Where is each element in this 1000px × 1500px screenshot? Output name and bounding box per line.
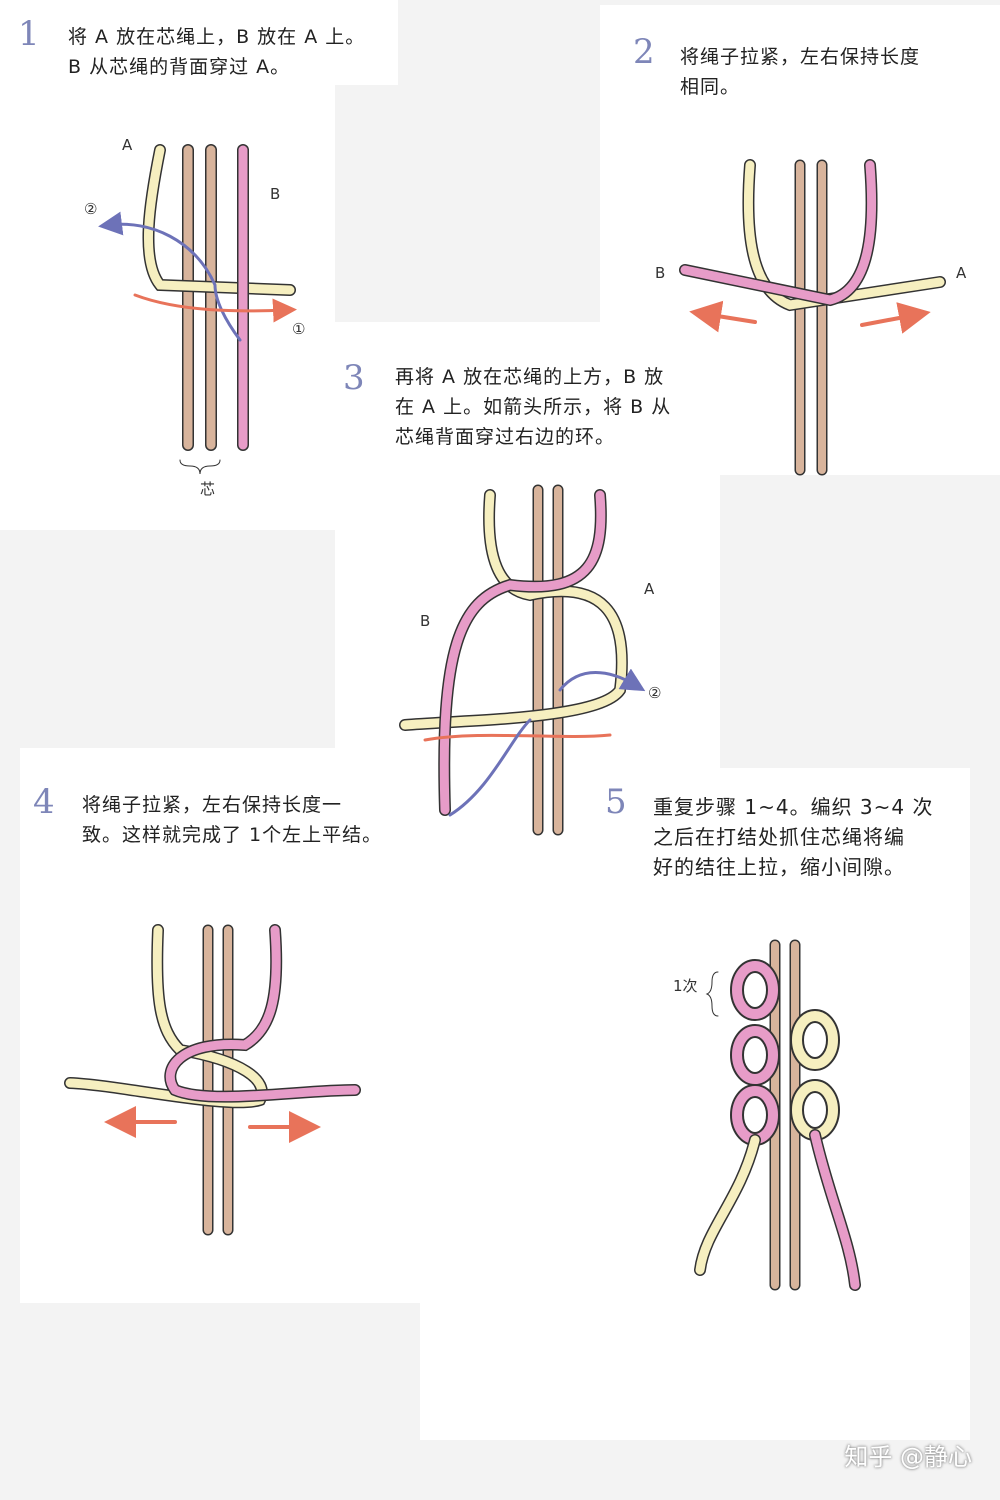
step1-label-arrow1: ①: [292, 320, 306, 338]
step3-number: 3: [343, 358, 365, 398]
step1-label-core: 芯: [200, 480, 216, 498]
step3-label-a: A: [644, 580, 655, 598]
step4-line: 将绳子拉紧，左右保持长度一: [82, 794, 343, 816]
step4-line: 致。这样就完成了 1个左上平结。: [82, 824, 383, 846]
step2-diagram: [679, 159, 946, 476]
step1-label-a: A: [122, 136, 133, 154]
step3-text: 再将 A 放在芯绳的上方，B 放在 A 上。如箭头所示，将 B 从芯绳背面穿过右…: [395, 362, 671, 452]
step3-line: 芯绳背面穿过右边的环。: [395, 426, 616, 448]
step3-diagram: [399, 484, 635, 836]
step1-panel: [0, 0, 398, 85]
step4-number: 4: [33, 782, 55, 822]
step4-diagram: [64, 924, 361, 1236]
step3-line: 再将 A 放在芯绳的上方，B 放: [395, 366, 665, 388]
step4-text: 将绳子拉紧，左右保持长度一致。这样就完成了 1个左上平结。: [82, 790, 382, 850]
step2-label-b: B: [655, 264, 666, 282]
step1-label-arrow2: ②: [84, 200, 98, 218]
watermark: 知乎 @静心: [844, 1443, 972, 1471]
step1-label-b: B: [270, 185, 281, 203]
step5-panel: [420, 768, 970, 1440]
step5-line: 好的结往上拉，缩小间隙。: [653, 855, 905, 879]
step2-text: 将绳子拉紧，左右保持长度相同。: [680, 42, 920, 102]
step1-line: B 从芯绳的背面穿过 A。: [68, 56, 291, 78]
step2-line: 相同。: [680, 76, 741, 98]
step5-label-count: 1次: [673, 977, 698, 995]
step1-text: 将 A 放在芯绳上，B 放在 A 上。 B 从芯绳的背面穿过 A。: [68, 22, 365, 82]
step3-panel: [335, 322, 720, 832]
step3-label-b: B: [420, 612, 431, 630]
step5-diagram: [694, 939, 861, 1291]
step5-line: 之后在打结处抓住芯绳将编: [653, 825, 905, 849]
step2-label-a: A: [956, 264, 967, 282]
step2-line: 将绳子拉紧，左右保持长度: [680, 46, 921, 68]
step4-panel: [20, 748, 420, 1303]
step5-text: 重复步骤 1~4。编织 3~4 次之后在打结处抓住芯绳将编好的结往上拉，缩小间隙…: [653, 792, 934, 882]
step1-diagram: [98, 144, 297, 475]
step2-number: 2: [633, 32, 655, 72]
step3-line: 在 A 上。如箭头所示，将 B 从: [395, 396, 672, 418]
step5-number: 5: [605, 782, 627, 822]
step1-number: 1: [18, 14, 40, 54]
step5-line: 重复步骤 1~4。编织 3~4 次: [653, 795, 934, 819]
step3-label-arrow2: ②: [648, 684, 662, 702]
step1-line: 将 A 放在芯绳上，B 放在 A 上。: [68, 26, 366, 48]
